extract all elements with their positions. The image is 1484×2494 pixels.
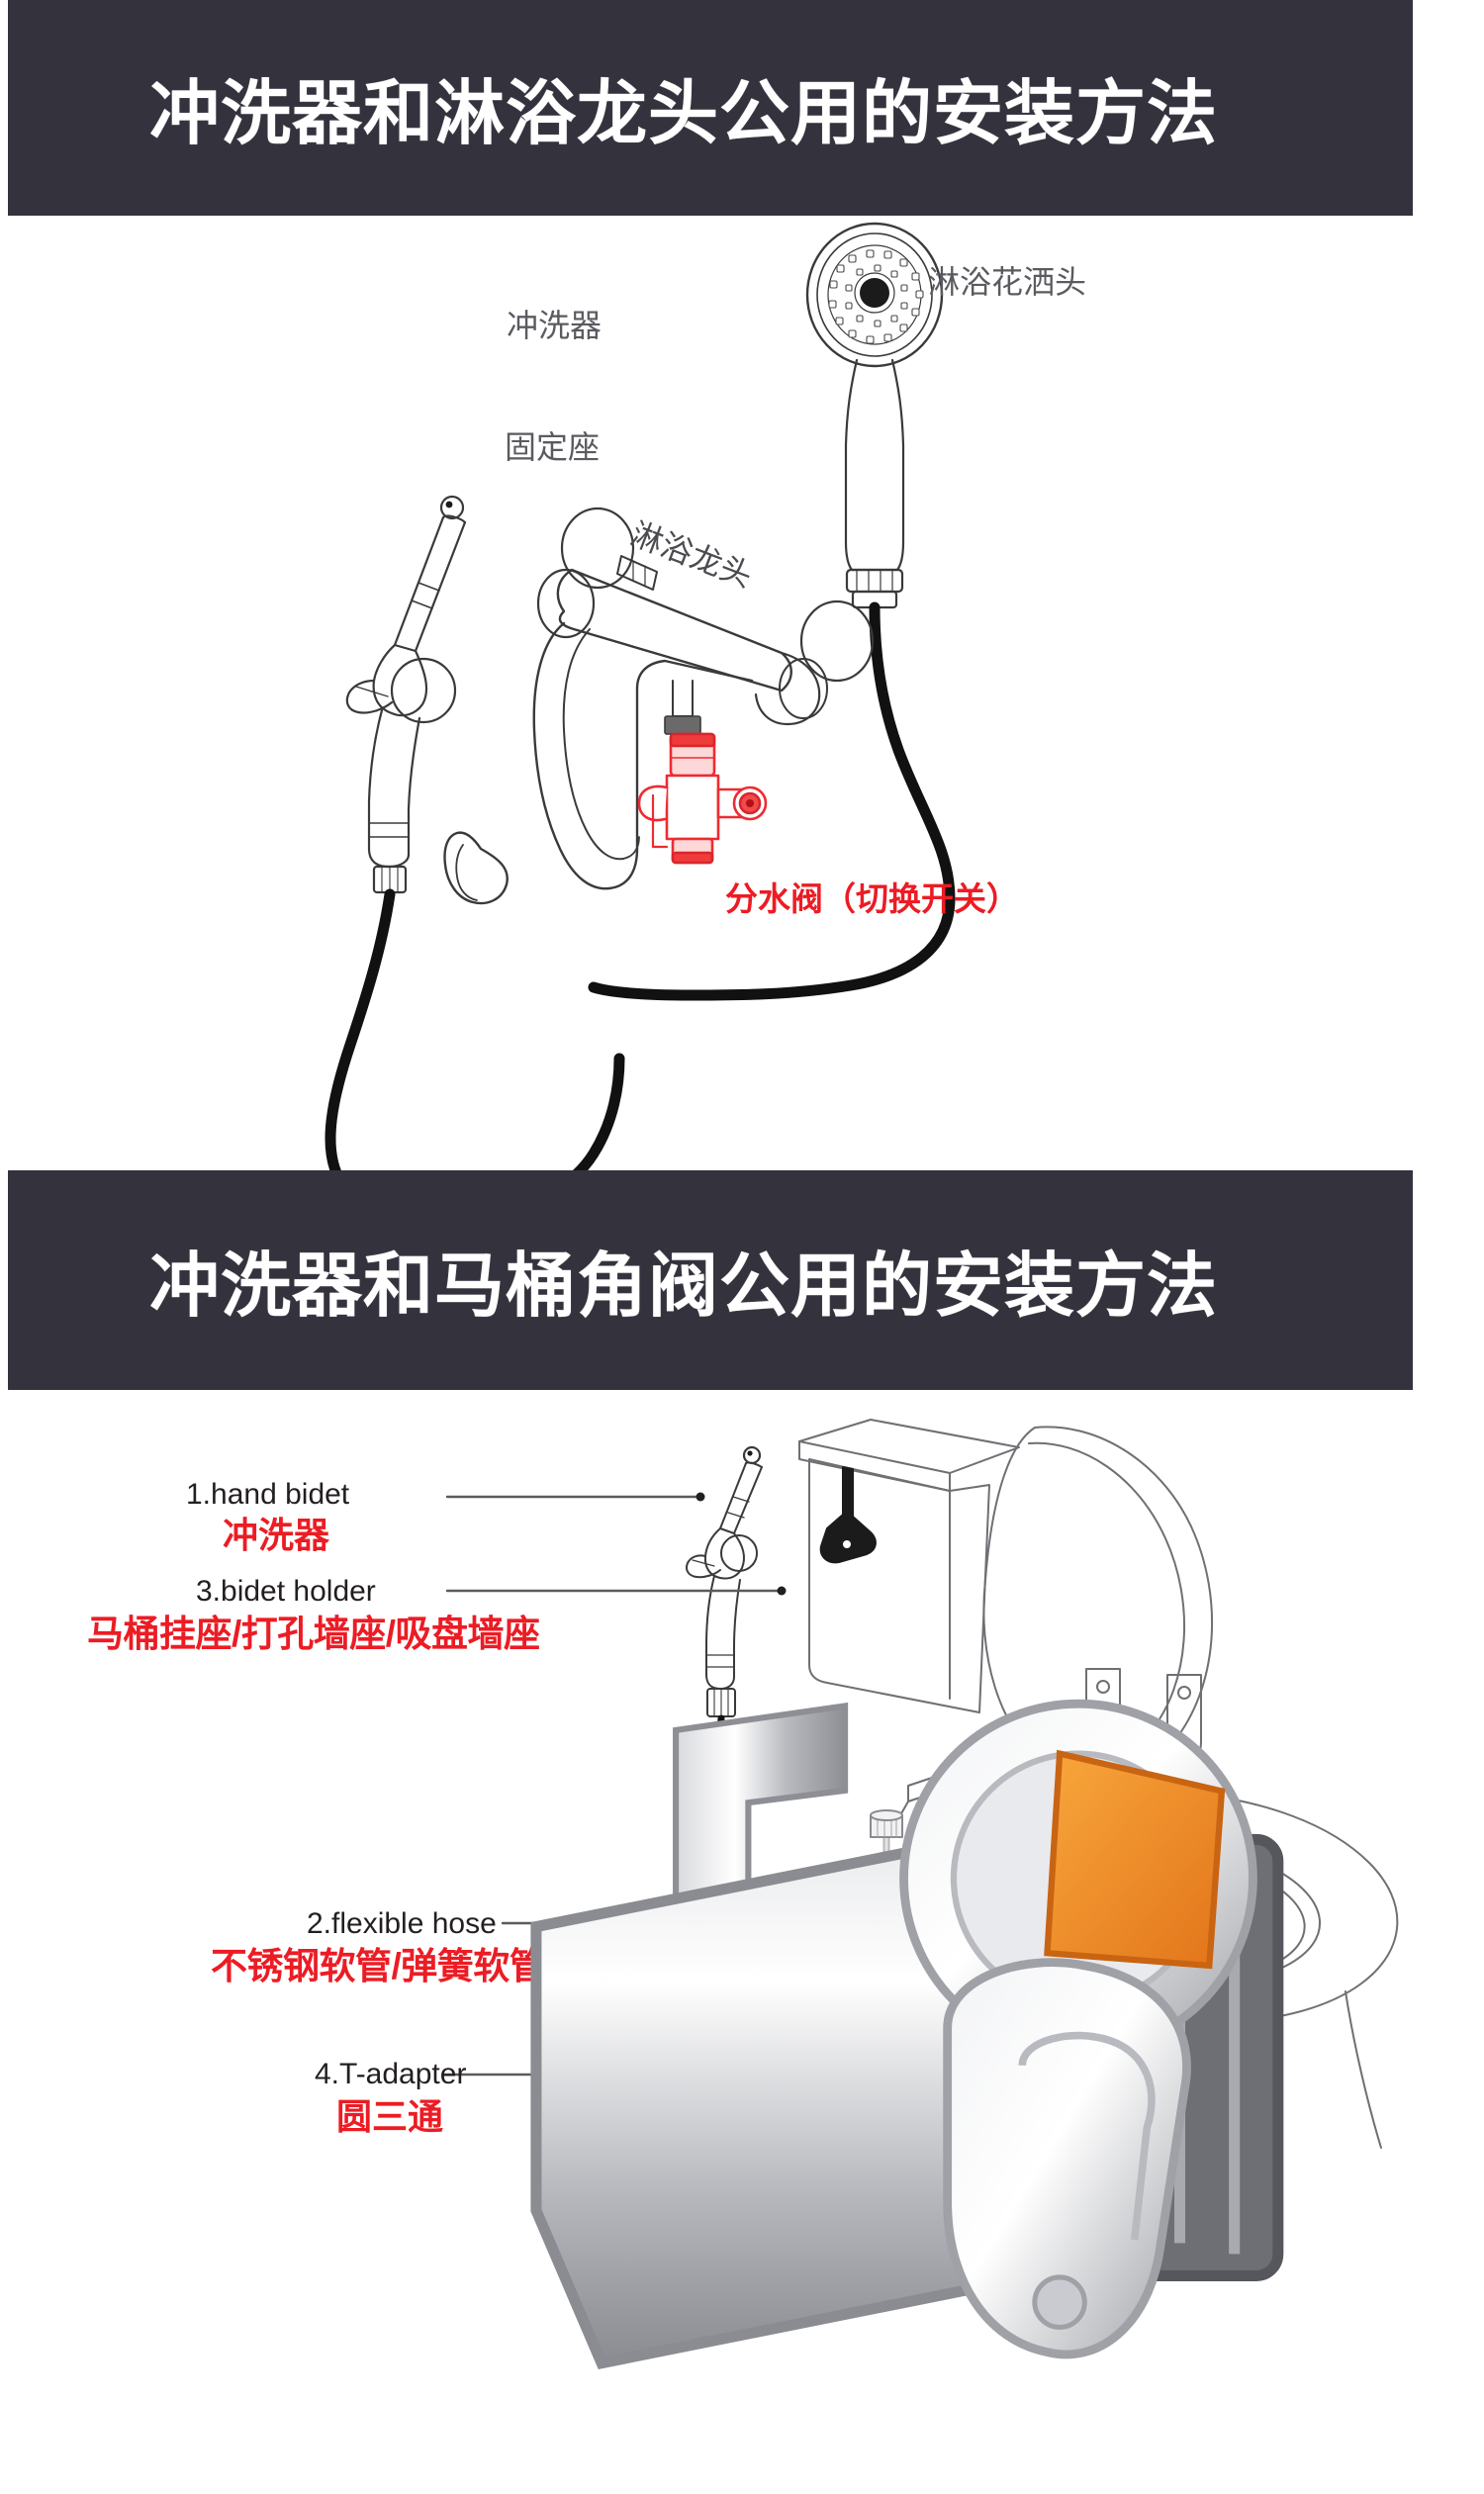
shower-head-drawing: [805, 222, 944, 609]
hand-bidet-drawing-2: [686, 1445, 763, 1717]
label-flexible-hose-en: 2.flexible hose: [307, 1907, 497, 1940]
label-t-adapter-en: 4.T-adapter: [315, 2058, 467, 2090]
diagram-shower-installation: 冲洗器 固定座 淋浴花洒头 淋浴龙头 分水阀（切换开关）: [0, 216, 1484, 1170]
banner-title-toilet: 冲洗器和马桶角阀公用的安装方法: [149, 1247, 1219, 1326]
label-flexible-hose-cn-red: 不锈钢软管/弹簧软管: [211, 1946, 546, 1986]
label-bidet-holder-en: 3.bidet holder: [196, 1575, 376, 1608]
label-shower-head-cn: 淋浴花洒头: [928, 264, 1087, 300]
label-hand-bidet-cn-red: 冲洗器: [223, 1515, 330, 1555]
banner-title-shower: 冲洗器和淋浴龙头公用的安装方法: [149, 75, 1219, 153]
label-hand-bidet-cn: 冲洗器: [507, 308, 603, 343]
shower-mixer-faucet-drawing: [532, 507, 875, 890]
label-t-adapter-cn-red: 圆三通: [336, 2096, 444, 2137]
section-banner-shower: 冲洗器和淋浴龙头公用的安装方法: [8, 0, 1413, 216]
label-bidet-holder-cn-red: 马桶挂座/打孔墙座/吸盘墙座: [87, 1614, 540, 1654]
label-diverter-valve-cn: 分水阀（切换开关）: [725, 880, 1019, 917]
diagram-toilet-installation: 1.hand bidet 冲洗器 3.bidet holder 马桶挂座/打孔墙…: [0, 1390, 1484, 2369]
bidet-holder-drawing: [443, 831, 509, 905]
section-banner-toilet: 冲洗器和马桶角阀公用的安装方法: [8, 1170, 1413, 1390]
thumbnail-suction-cup-holder: [899, 1699, 1257, 2359]
label-hand-bidet-en: 1.hand bidet: [186, 1478, 350, 1511]
label-holder-cn: 固定座: [505, 429, 601, 465]
hand-bidet-drawing: [345, 495, 467, 894]
diverter-valve-drawing: [637, 732, 768, 865]
